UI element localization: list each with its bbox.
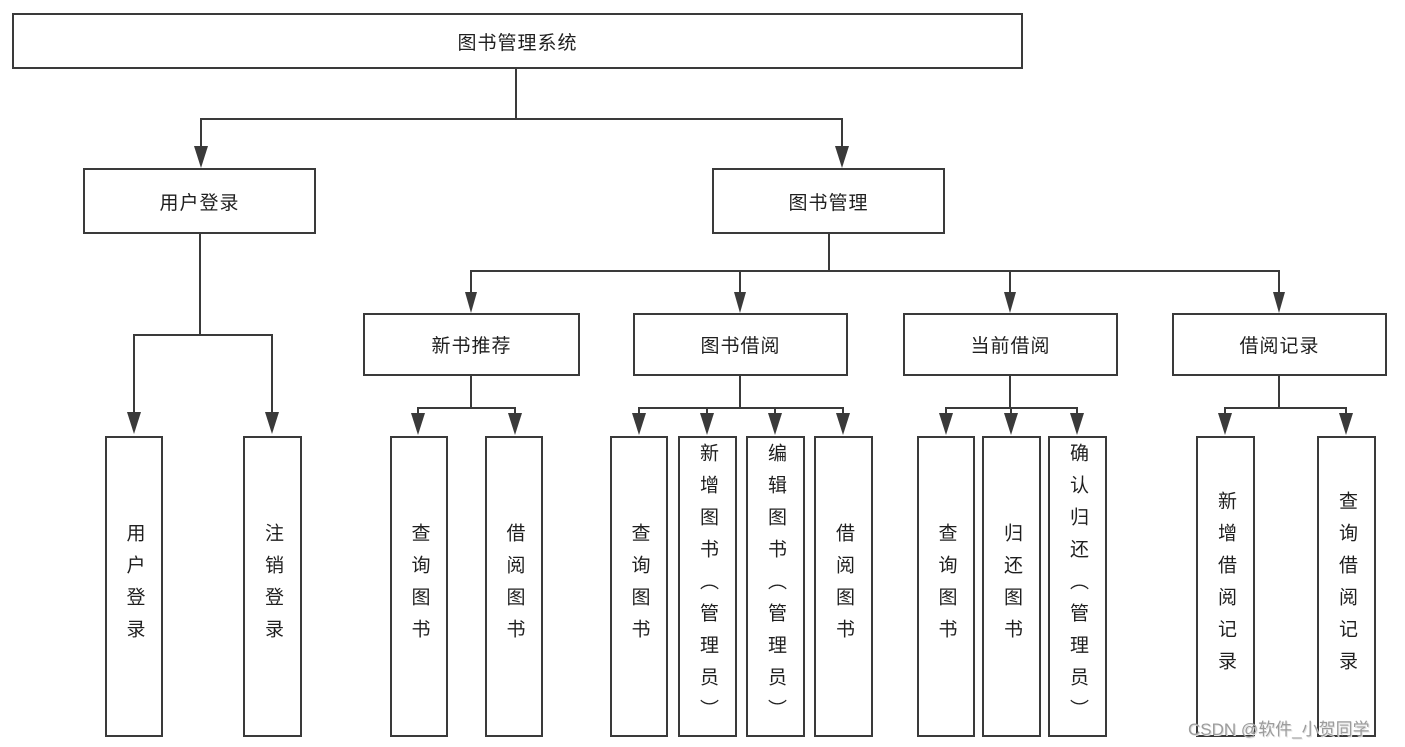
node-book-borrow-label: 图书借阅: [700, 336, 781, 357]
connector-vline: [1278, 376, 1280, 409]
connector-vline: [1278, 270, 1280, 294]
arrow-down-icon: [127, 412, 141, 434]
connector-vline: [200, 118, 202, 150]
node-current-borrow-label: 当前借阅: [970, 336, 1051, 357]
connector-vline: [945, 407, 947, 415]
node-current-borrow: 当前借阅: [903, 313, 1118, 376]
leaf-return-book-label: 归还图书: [1001, 522, 1022, 651]
arrow-down-icon: [939, 413, 953, 435]
leaf-query-books-borrow-label: 查询图书: [628, 522, 650, 651]
leaf-confirm-return-admin-label: 确认归还（管理员）: [1067, 442, 1088, 731]
arrow-down-icon: [1218, 413, 1232, 435]
connector-vline: [1010, 407, 1012, 415]
connector-vline: [1224, 407, 1226, 415]
connector-hline: [417, 407, 516, 409]
leaf-query-books-current: 查询图书: [917, 436, 975, 737]
leaf-query-books-borrow: 查询图书: [610, 436, 668, 737]
connector-vline: [417, 407, 419, 415]
leaf-add-book-admin-label: 新增图书（管理员）: [697, 442, 718, 731]
leaf-query-borrow-record-label: 查询借阅记录: [1336, 490, 1357, 683]
node-new-book-recommend: 新书推荐: [363, 313, 580, 376]
leaf-user-login: 用户登录: [105, 436, 163, 737]
leaf-borrow-books-recommend-label: 借阅图书: [503, 522, 525, 651]
leaf-user-login-label: 用户登录: [123, 522, 145, 651]
leaf-query-borrow-record: 查询借阅记录: [1317, 436, 1376, 737]
node-new-book-recommend-label: 新书推荐: [431, 336, 512, 357]
leaf-add-borrow-record: 新增借阅记录: [1196, 436, 1255, 737]
connector-vline: [1009, 376, 1011, 409]
connector-vline: [638, 407, 640, 415]
csdn-watermark: CSDN @软件_小贺同学: [1188, 720, 1370, 739]
connector-hline: [133, 334, 273, 336]
connector-vline: [1009, 270, 1011, 294]
connector-vline: [842, 407, 844, 415]
connector-vline: [470, 270, 472, 294]
arrow-down-icon: [1004, 413, 1018, 435]
connector-hline: [200, 118, 843, 120]
leaf-return-book: 归还图书: [982, 436, 1041, 737]
connector-hline: [1225, 407, 1347, 409]
node-book-management-label: 图书管理: [788, 192, 869, 214]
connector-vline: [1345, 407, 1347, 415]
node-user-login: 用户登录: [83, 168, 316, 234]
arrow-down-icon: [508, 413, 522, 435]
leaf-edit-book-admin: 编辑图书（管理员）: [746, 436, 805, 737]
leaf-borrow-books-label: 借阅图书: [833, 522, 854, 651]
arrow-down-icon: [1004, 292, 1016, 313]
node-book-management: 图书管理: [712, 168, 945, 234]
connector-vline: [470, 376, 472, 409]
arrow-down-icon: [700, 413, 714, 435]
leaf-add-borrow-record-label: 新增借阅记录: [1215, 490, 1236, 683]
arrow-down-icon: [265, 412, 279, 434]
connector-hline: [639, 407, 844, 409]
node-library-system: 图书管理系统: [12, 13, 1023, 69]
arrow-down-icon: [734, 292, 746, 313]
arrow-down-icon: [465, 292, 477, 313]
connector-vline: [739, 270, 741, 294]
node-book-borrow: 图书借阅: [633, 313, 848, 376]
leaf-borrow-books-recommend: 借阅图书: [485, 436, 543, 737]
leaf-logout-label: 注销登录: [262, 522, 283, 651]
leaf-query-books-current-label: 查询图书: [935, 522, 957, 651]
leaf-borrow-books: 借阅图书: [814, 436, 873, 737]
connector-vline: [774, 407, 776, 415]
leaf-query-books-recommend: 查询图书: [390, 436, 448, 737]
arrow-down-icon: [1070, 413, 1084, 435]
connector-vline: [199, 234, 201, 336]
arrow-down-icon: [1339, 413, 1353, 435]
connector-vline: [739, 376, 741, 409]
connector-vline: [271, 334, 273, 414]
arrow-down-icon: [768, 413, 782, 435]
connector-vline: [841, 118, 843, 150]
leaf-logout: 注销登录: [243, 436, 302, 737]
arrow-down-icon: [836, 413, 850, 435]
connector-vline: [514, 407, 516, 415]
leaf-confirm-return-admin: 确认归还（管理员）: [1048, 436, 1107, 737]
connector-hline: [470, 270, 1280, 272]
node-borrow-records: 借阅记录: [1172, 313, 1387, 376]
connector-vline: [1076, 407, 1078, 415]
arrow-down-icon: [411, 413, 425, 435]
connector-vline: [706, 407, 708, 415]
arrow-down-icon: [632, 413, 646, 435]
node-user-login-label: 用户登录: [159, 192, 240, 214]
node-borrow-records-label: 借阅记录: [1239, 336, 1320, 357]
connector-vline: [133, 334, 135, 414]
node-library-system-label: 图书管理系统: [457, 32, 578, 54]
leaf-add-book-admin: 新增图书（管理员）: [678, 436, 737, 737]
arrow-down-icon: [194, 146, 208, 168]
arrow-down-icon: [835, 146, 849, 168]
connector-vline: [515, 69, 517, 119]
arrow-down-icon: [1273, 292, 1285, 313]
connector-vline: [828, 234, 830, 272]
connector-hline: [946, 407, 1078, 409]
leaf-query-books-recommend-label: 查询图书: [408, 522, 430, 651]
leaf-edit-book-admin-label: 编辑图书（管理员）: [765, 442, 786, 731]
